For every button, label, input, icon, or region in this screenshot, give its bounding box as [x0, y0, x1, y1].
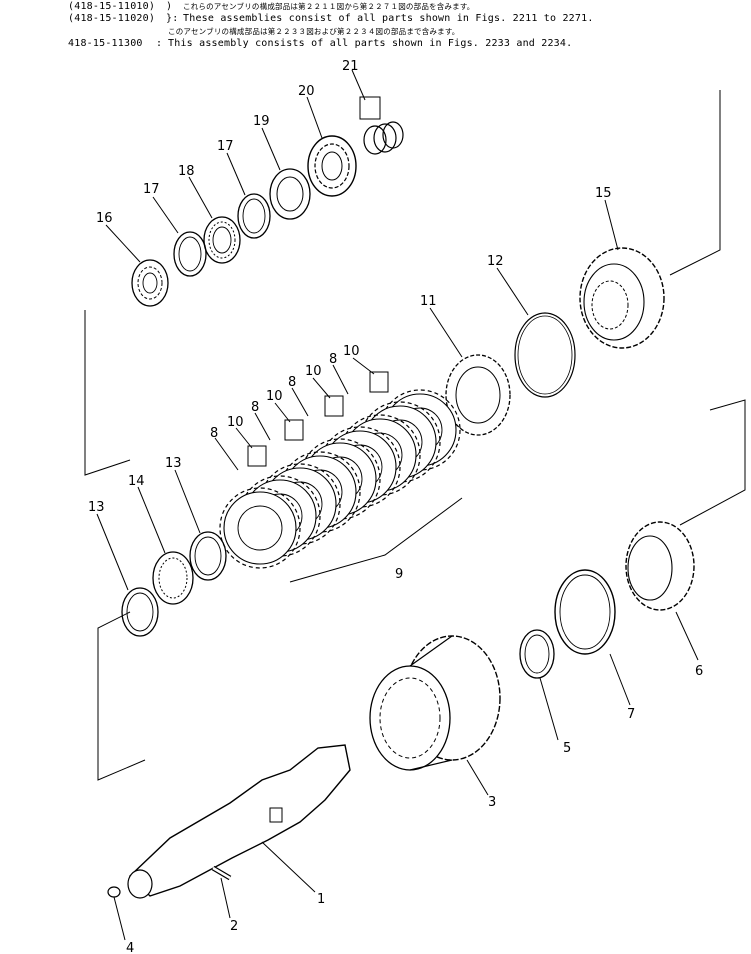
callout-15: 15 [595, 186, 612, 201]
note-line1-bracket: ) [166, 1, 173, 12]
callout-14: 14 [128, 474, 145, 489]
leader-lines [96, 69, 699, 941]
part-6-piston [625, 521, 695, 611]
callout-10-a: 10 [343, 344, 360, 359]
note-line2-bracket: }: [166, 13, 179, 24]
callout-1: 1 [317, 892, 325, 907]
callout-7: 7 [627, 707, 635, 722]
callout-13-upper: 13 [165, 456, 182, 471]
callout-4: 4 [126, 941, 134, 954]
callout-10-b: 10 [305, 364, 322, 379]
note-line2-english: These assemblies consist of all parts sh… [183, 13, 594, 24]
callout-12: 12 [487, 254, 504, 269]
callout-16: 16 [96, 211, 113, 226]
callout-3: 3 [488, 795, 496, 810]
part-15-gear [579, 247, 665, 349]
note-line3-japanese: このアセンブリの構成部品は第２２３３図および第２２３４図の部品まで含みます。 [168, 27, 460, 36]
part-18-thrust-bearing [203, 216, 241, 264]
part-17-ring [173, 231, 207, 277]
note-line4-colon: : [156, 38, 163, 49]
callout-8-b: 8 [288, 375, 296, 390]
note-line4-english: This assembly consists of all parts show… [168, 38, 573, 49]
callout-18: 18 [178, 164, 195, 179]
part-17-ring-second [237, 193, 271, 239]
callout-21: 21 [342, 59, 359, 74]
leader-bracket-left-upper [84, 310, 131, 476]
part-16-needle-bearing [131, 259, 169, 307]
note-line4-code: 418-15-11300 [68, 38, 143, 49]
callout-17-upper: 17 [217, 139, 234, 154]
part-13-ring-lower [121, 587, 159, 637]
callout-11: 11 [420, 294, 437, 309]
part-1-shaft [127, 744, 351, 899]
part-19-washer [269, 168, 311, 220]
assembly-notes-header: (418-15-11010) ) これらのアセンブリの構成部品は第２２１１図から… [0, 0, 751, 52]
part-5-seal-ring [519, 629, 555, 679]
note-line1-code: (418-15-11010) [68, 1, 156, 12]
part-13-ring-upper [189, 531, 227, 581]
leader-bracket-right-lower [679, 399, 746, 526]
part-11-end-plate [445, 354, 511, 436]
part-4-plug [107, 886, 121, 898]
part-21-snap-rings [359, 96, 404, 155]
callout-6: 6 [695, 664, 703, 679]
part-2-pin [211, 865, 232, 881]
part-7-seal-ring [554, 569, 616, 655]
callout-10-c: 10 [266, 389, 283, 404]
part-12-snap-ring [514, 312, 576, 398]
note-line2-code: (418-15-11020) [68, 13, 156, 24]
leader-bracket-upper-right [669, 90, 721, 276]
callout-8-c: 8 [251, 400, 259, 415]
leader-bracket-left-lower [97, 611, 146, 781]
callout-8-d: 8 [210, 426, 218, 441]
part-14-thrust-bearing [152, 551, 194, 605]
note-line1-japanese: これらのアセンブリの構成部品は第２２１１図から第２２７１図の部品を含みます。 [183, 2, 475, 11]
callout-8-a: 8 [329, 352, 337, 367]
part-3-clutch-drum [369, 635, 501, 771]
callout-2: 2 [230, 919, 238, 934]
callout-10-d: 10 [227, 415, 244, 430]
callout-20: 20 [298, 84, 315, 99]
callout-13-lower: 13 [88, 500, 105, 515]
part-20-ball-bearing [307, 135, 357, 197]
leader-9 [289, 497, 463, 583]
clutch-pack [219, 371, 461, 569]
callout-19: 19 [253, 114, 270, 129]
callout-17-lower: 17 [143, 182, 160, 197]
callout-9: 9 [395, 567, 403, 582]
callout-5: 5 [563, 741, 571, 756]
